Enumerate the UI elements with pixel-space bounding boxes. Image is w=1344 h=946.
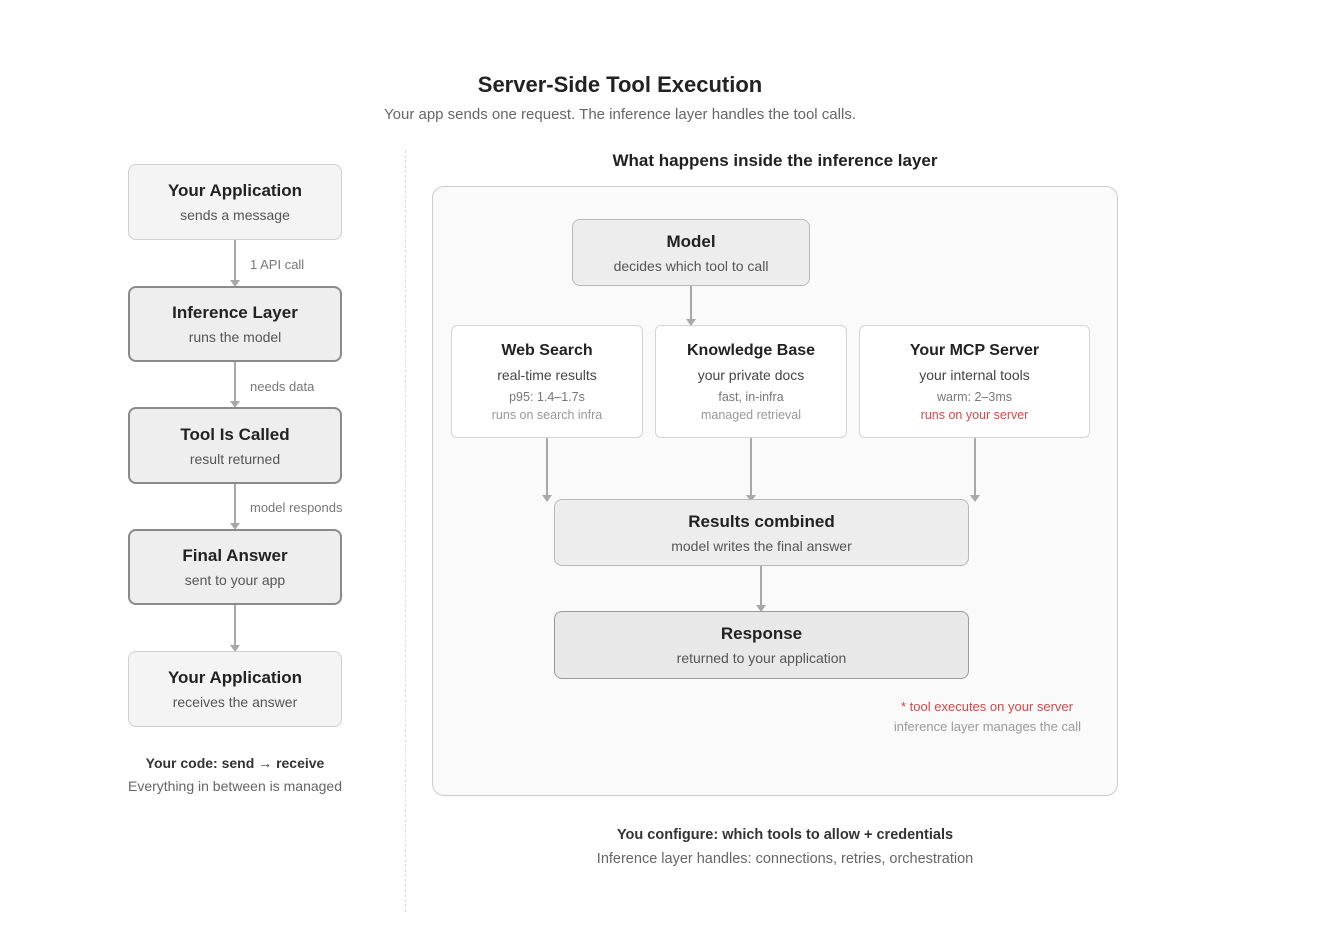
section-divider [405, 150, 406, 912]
connector-line [690, 286, 692, 320]
arrowhead-icon [230, 280, 240, 287]
arrowhead-icon [542, 495, 552, 502]
arrowhead-icon [746, 495, 756, 502]
tool-title: Knowledge Base [686, 341, 816, 359]
node-title: Inference Layer [172, 303, 298, 322]
left-node-your-application-receive: Your Application receives the answer [128, 651, 342, 727]
left-node-inference-layer: Inference Layer runs the model [128, 286, 342, 362]
left-note-bold: Your code: send → receive [145, 755, 325, 771]
edge-label-needs-data: needs data [250, 379, 315, 394]
tool-your-mcp-server: Your MCP Server your internal tools warm… [859, 325, 1090, 438]
connector-line [234, 240, 236, 280]
connector-line [234, 484, 236, 524]
left-node-your-application-send: Your Application sends a message [128, 164, 342, 240]
model-node: Model decides which tool to call [572, 219, 810, 286]
left-node-final-answer: Final Answer sent to your app [128, 529, 342, 605]
tool-note: runs on search infra [491, 407, 603, 422]
panel-heading: What happens inside the inference layer [612, 151, 938, 170]
footer-configure: You configure: which tools to allow + cr… [616, 827, 954, 843]
node-subtitle: sends a message [180, 207, 290, 223]
node-title: Results combined [688, 511, 835, 531]
tool-knowledge-base: Knowledge Base your private docs fast, i… [655, 325, 847, 438]
node-title: Model [666, 231, 716, 251]
node-subtitle: result returned [189, 450, 281, 467]
node-subtitle: runs the model [188, 329, 282, 345]
tool-note: managed retrieval [700, 407, 802, 422]
tool-title: Your MCP Server [909, 341, 1040, 359]
footnote: inference layer manages the call [893, 719, 1081, 734]
tool-metric: fast, in-infra [718, 389, 784, 404]
node-subtitle: sent to your app [184, 572, 286, 588]
arrowhead-icon [686, 319, 696, 326]
node-title: Your Application [167, 181, 303, 200]
connector-line [234, 605, 236, 645]
connector-line [750, 438, 752, 496]
edge-label-api-call: 1 API call [250, 257, 305, 272]
tool-subtitle: your private docs [697, 366, 805, 383]
arrowhead-icon [230, 645, 240, 652]
tool-metric: p95: 1.4–1.7s [509, 389, 585, 404]
arrowhead-icon [230, 401, 240, 408]
node-subtitle: model writes the final answer [671, 537, 852, 554]
connector-line [760, 566, 762, 606]
tool-metric: warm: 2–3ms [936, 389, 1013, 404]
results-combined-node: Results combined model writes the final … [554, 499, 969, 566]
node-title: Your Application [167, 668, 303, 687]
node-title: Final Answer [182, 546, 288, 565]
tool-note: runs on your server [920, 407, 1029, 422]
diagram-title: Server-Side Tool Execution [477, 72, 763, 97]
arrowhead-icon [230, 523, 240, 530]
arrowhead-icon [970, 495, 980, 502]
tool-web-search: Web Search real-time results p95: 1.4–1.… [451, 325, 643, 438]
node-title: Tool Is Called [180, 424, 290, 444]
tool-subtitle: real-time results [497, 366, 597, 383]
node-title: Response [720, 624, 803, 643]
tool-subtitle: your internal tools [919, 366, 1030, 383]
connector-line [546, 438, 548, 496]
connector-line [974, 438, 976, 496]
edge-label-model-responds: model responds [250, 500, 343, 515]
diagram-subtitle: Your app sends one request. The inferenc… [384, 106, 856, 123]
footnote-red: * tool executes on your server [901, 699, 1073, 714]
tool-title: Web Search [501, 341, 593, 359]
footer-handles: Inference layer handles: connections, re… [596, 851, 974, 867]
node-subtitle: decides which tool to call [613, 257, 769, 274]
node-subtitle: receives the answer [172, 694, 298, 710]
arrowhead-icon [756, 605, 766, 612]
response-node: Response returned to your application [554, 611, 969, 679]
connector-line [234, 362, 236, 402]
node-subtitle: returned to your application [676, 650, 847, 666]
left-node-tool-is-called: Tool Is Called result returned [128, 407, 342, 484]
left-note: Everything in between is managed [127, 778, 343, 794]
